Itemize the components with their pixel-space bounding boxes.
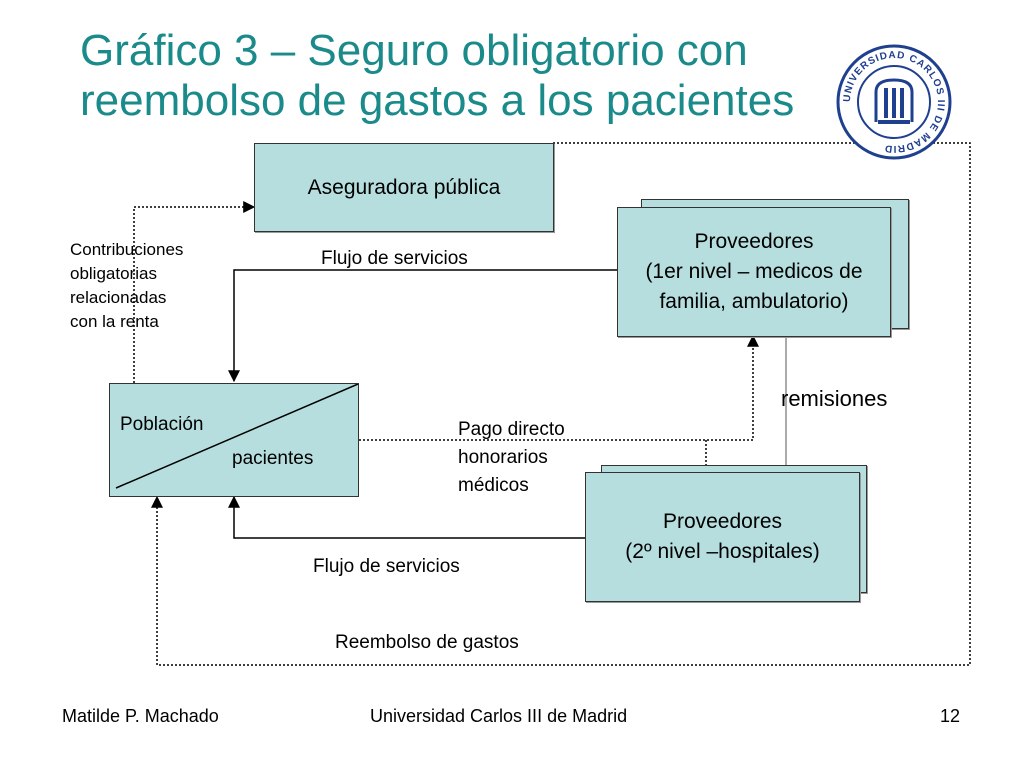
pago-line1: Pago directo [458, 419, 565, 440]
contrib-line3: relacionadas [70, 288, 167, 307]
poblacion-label: Población [120, 414, 204, 435]
pago-arrow [343, 334, 759, 441]
prov1-line2: (1er nivel – medicos de [645, 260, 863, 283]
flujo-top-arrow [228, 269, 617, 383]
pago-line3: médicos [458, 475, 529, 496]
prov1-box: Proveedores (1er nivel – medicos de fami… [617, 207, 891, 337]
slide-title: Gráfico 3 – Seguro obligatorio con reemb… [80, 26, 880, 126]
contrib-arrow [133, 201, 256, 383]
pago-line2: honorarios [458, 447, 548, 468]
reembolso-arrow [151, 142, 971, 666]
contrib-line2: obligatorias [70, 264, 157, 283]
flujo-top-label: Flujo de servicios [321, 248, 468, 269]
flujo-bottom-arrow [228, 495, 585, 539]
uc3m-seal-icon: UNIVERSIDAD CARLOS III DE MADRID [836, 44, 952, 160]
prov2-line1: Proveedores [662, 510, 783, 533]
remisiones-label: remisiones [781, 386, 888, 411]
title-line-2: reembolso de gastos a los pacientes [80, 76, 795, 125]
prov1-line3: familia, ambulatorio) [659, 290, 849, 313]
prov1-line1: Proveedores [694, 230, 814, 253]
title-line-1: Gráfico 3 – Seguro obligatorio con [80, 26, 748, 75]
aseguradora-box: Aseguradora pública [254, 143, 554, 232]
contrib-line4: con la renta [70, 312, 159, 331]
pago-label: Pago directo honorarios médicos [458, 416, 565, 500]
aseguradora-label: Aseguradora pública [307, 175, 501, 199]
reembolso-label: Reembolso de gastos [335, 632, 519, 653]
poblacion-box: Población pacientes [109, 383, 359, 497]
poblacion-divider [115, 384, 358, 489]
pacientes-label: pacientes [232, 448, 314, 469]
footer-page-number: 12 [940, 706, 961, 726]
prov2-box: Proveedores (2º nivel –hospitales) [585, 472, 860, 602]
flujo-bottom-label: Flujo de servicios [313, 556, 460, 577]
prov2-line2: (2º nivel –hospitales) [625, 540, 820, 563]
contrib-label: Contribuciones obligatorias relacionadas… [70, 238, 183, 334]
footer-institution: Universidad Carlos III de Madrid [370, 706, 628, 726]
contrib-line1: Contribuciones [70, 240, 184, 259]
footer-author: Matilde P. Machado [62, 706, 219, 726]
